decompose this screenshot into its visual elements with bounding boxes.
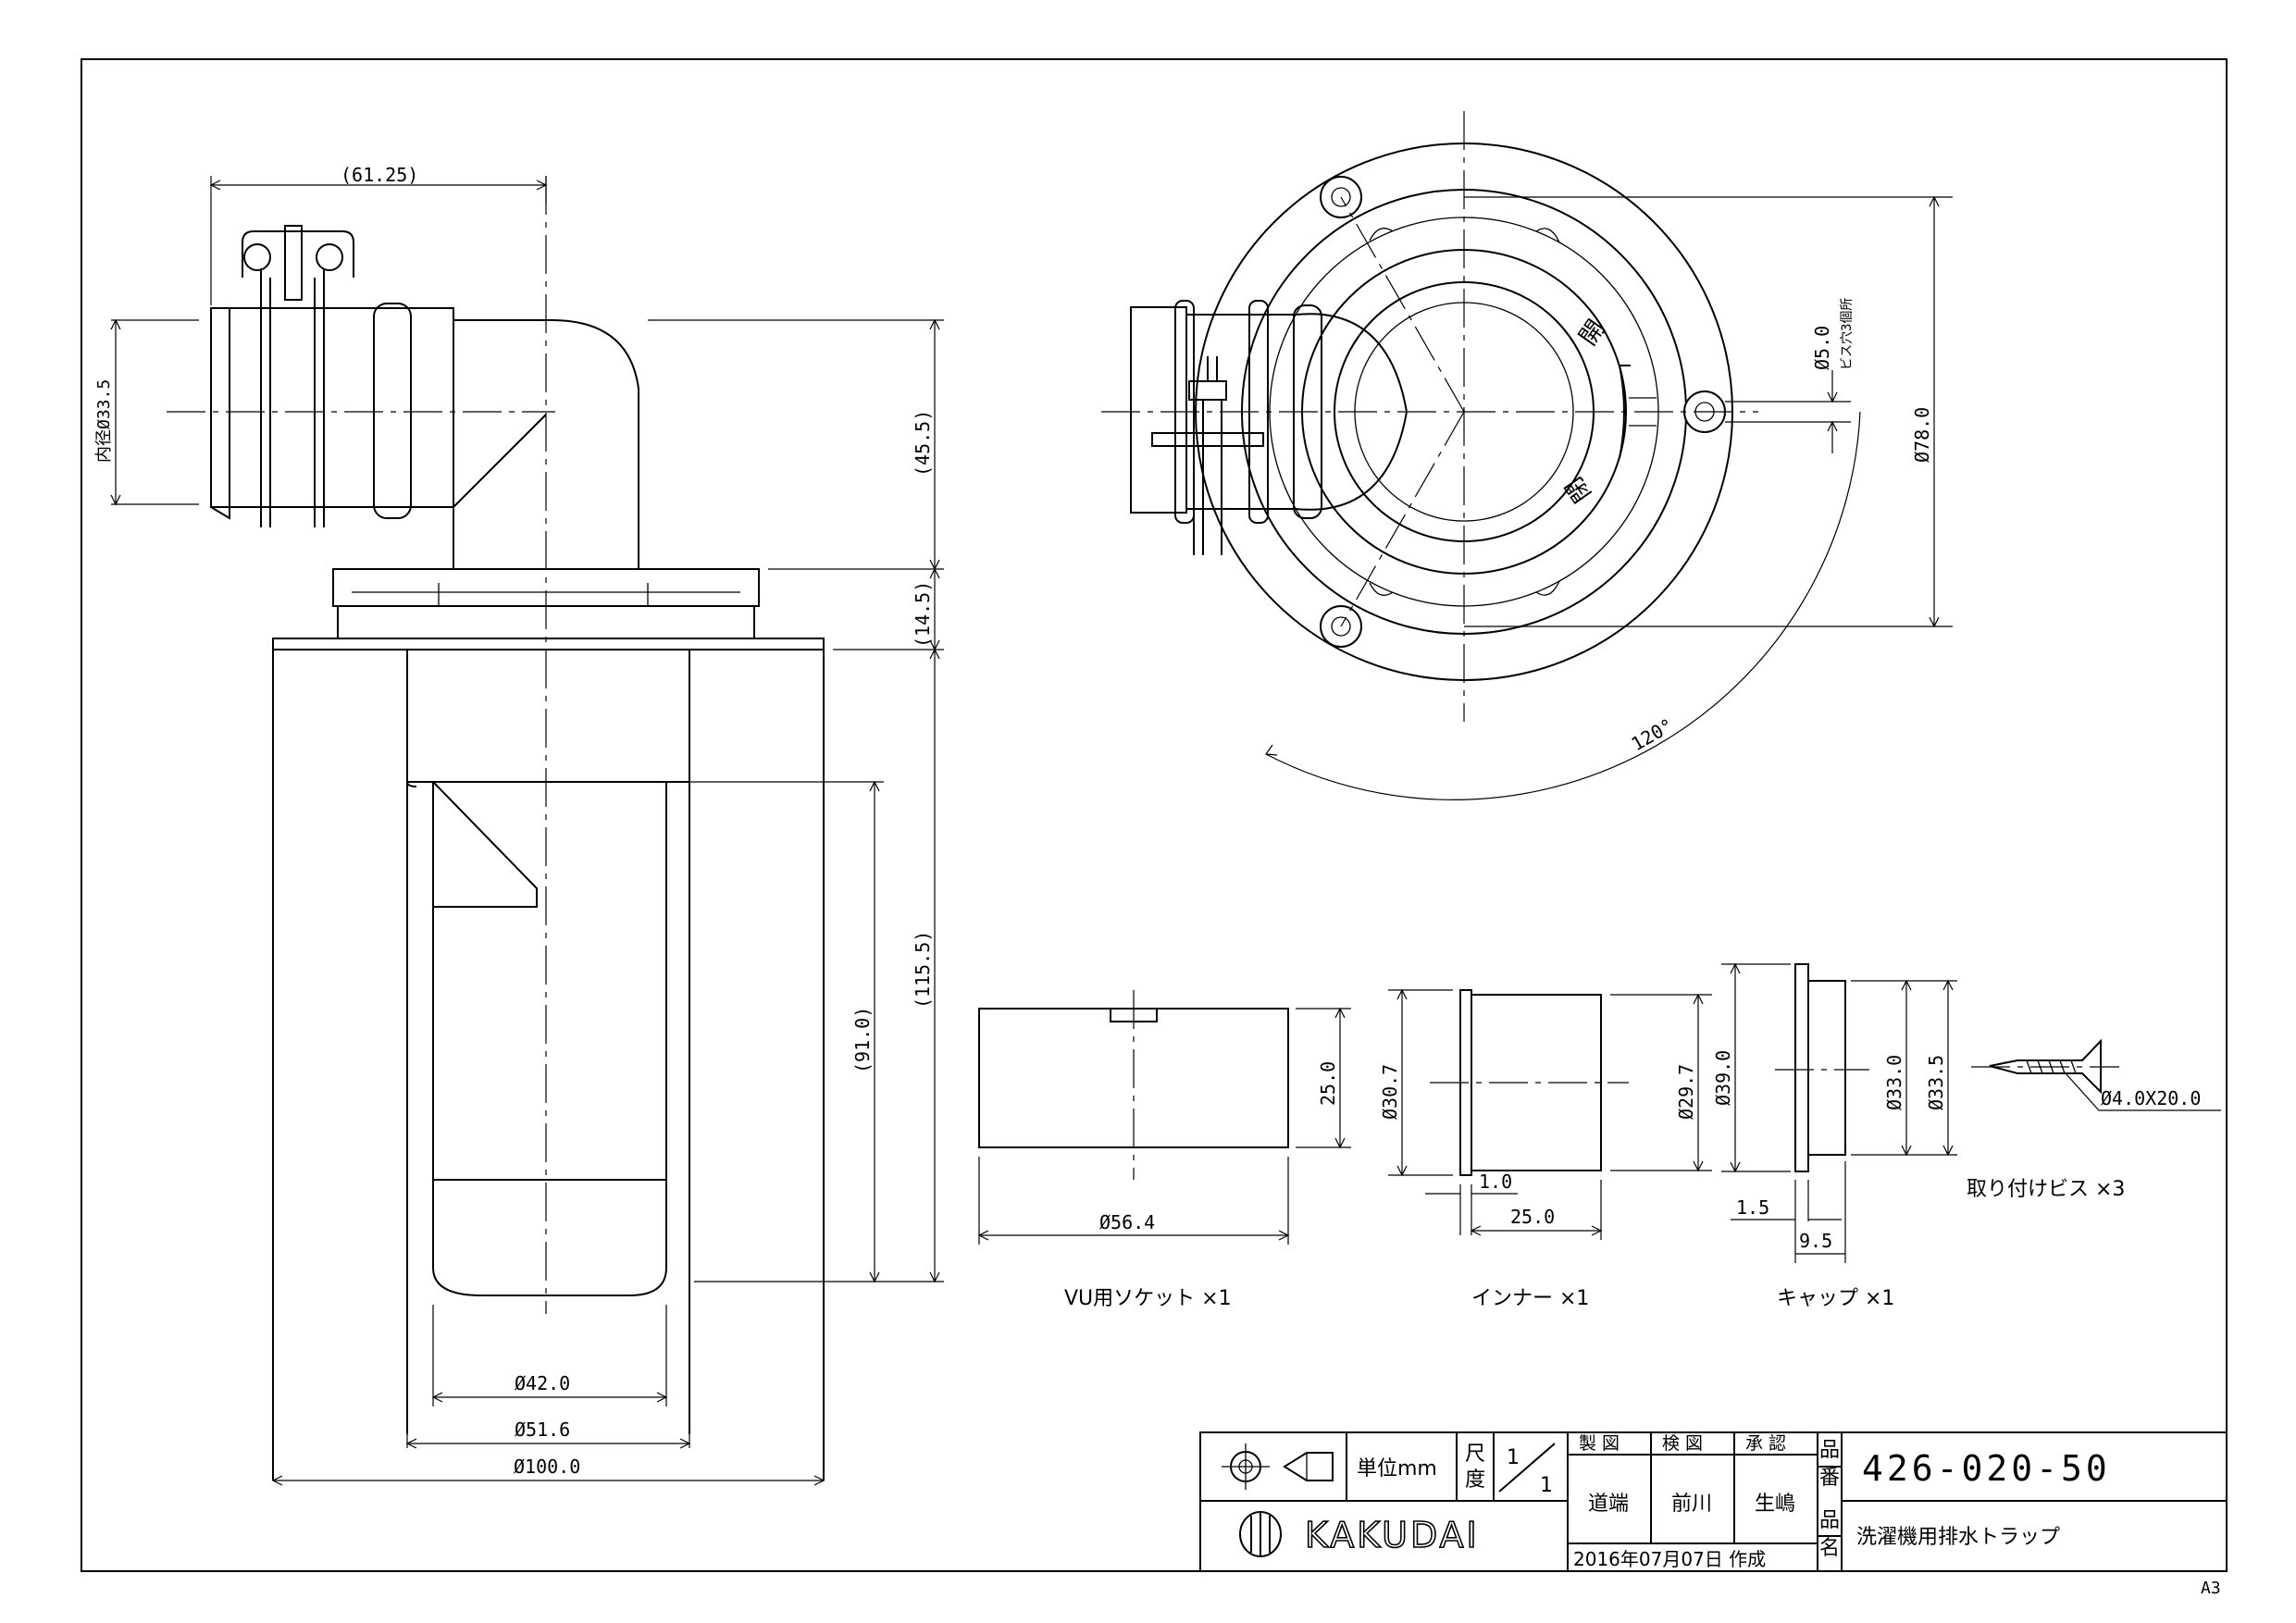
number-label-2: 番 bbox=[1819, 1467, 1840, 1490]
part-name: 洗濯機用排水トラップ bbox=[1856, 1526, 2060, 1549]
dim-inner-t: 1.0 bbox=[1479, 1171, 1512, 1193]
dim-cap-d3: Ø33.5 bbox=[1925, 1055, 1947, 1110]
scale-num: 1 bbox=[1507, 1446, 1520, 1469]
kakudai-logo-icon: KAKUDAI bbox=[1239, 1511, 1480, 1557]
side-view: (61.25) 内径Ø33.5 (45.5) (14.5) (115.5) (9… bbox=[94, 164, 944, 1486]
approved-hdr: 承 認 bbox=[1745, 1433, 1786, 1454]
dim-d2: Ø51.6 bbox=[515, 1419, 570, 1441]
dim-hole-note: ビス穴3個所 bbox=[1840, 298, 1855, 370]
dim-inner-dia: 内径Ø33.5 bbox=[94, 379, 114, 463]
dim-h4: (91.0) bbox=[851, 1007, 874, 1073]
dim-socket-d: Ø56.4 bbox=[1099, 1211, 1155, 1233]
drawn-hdr: 製 図 bbox=[1579, 1433, 1620, 1454]
dim-hole: Ø5.0 bbox=[1811, 326, 1833, 370]
part-number: 426-020-50 bbox=[1862, 1448, 2111, 1489]
created-date: 2016年07月07日 作成 bbox=[1573, 1548, 1766, 1570]
elbow-outer bbox=[453, 319, 639, 569]
dim-cap-l: 9.5 bbox=[1799, 1230, 1832, 1252]
clamp-head bbox=[242, 230, 354, 278]
angle-arc bbox=[1265, 411, 1861, 800]
dim-cap-d1: Ø39.0 bbox=[1712, 1050, 1734, 1106]
top-view: 開 閉 Ø78.0 Ø5.0 ビス穴3個所 120° bbox=[1101, 111, 1953, 800]
inner-view: Ø30.7 Ø29.7 1.0 25.0 インナー ×1 bbox=[1379, 988, 1712, 1310]
name-label-1: 品 bbox=[1819, 1509, 1840, 1532]
dim-d1: Ø42.0 bbox=[515, 1372, 570, 1394]
checked-hdr: 検 図 bbox=[1662, 1433, 1703, 1454]
top-hose-end bbox=[1130, 306, 1187, 514]
sheet-size: A3 bbox=[2201, 1579, 2221, 1598]
body-outline bbox=[272, 650, 825, 1481]
hose bbox=[210, 307, 454, 508]
inner-cup bbox=[432, 782, 667, 1296]
scale-label-2: 度 bbox=[1465, 1468, 1485, 1492]
label-screw: 取り付けビス ×3 bbox=[1967, 1178, 2125, 1201]
projection-symbol-icon bbox=[1222, 1443, 1334, 1490]
title-block: 単位mm 尺 度 1 1 製 図 検 図 承 認 道端 前川 生嶋 品 番 品 … bbox=[1199, 1431, 2228, 1572]
cap-body bbox=[1807, 980, 1846, 1156]
cap-view: Ø39.0 Ø33.0 Ø33.5 1.5 9.5 キャップ ×1 bbox=[1712, 962, 1957, 1310]
dim-cap-t: 1.5 bbox=[1736, 1196, 1769, 1219]
close-mark: 閉 bbox=[1560, 472, 1596, 508]
dim-top-dia: Ø78.0 bbox=[1911, 407, 1933, 463]
dim-screw: Ø4.0X20.0 bbox=[2101, 1087, 2201, 1109]
label-inner: インナー ×1 bbox=[1471, 1287, 1589, 1310]
screw-view: Ø4.0X20.0 取り付けビス ×3 bbox=[1967, 1038, 2221, 1201]
sheet-border bbox=[81, 58, 2228, 1572]
dim-d3: Ø100.0 bbox=[514, 1456, 580, 1478]
open-mark: 開 bbox=[1574, 315, 1610, 351]
dim-angle: 120° bbox=[1628, 713, 1678, 755]
dim-inner-l: 25.0 bbox=[1510, 1206, 1555, 1228]
number-label-1: 品 bbox=[1819, 1439, 1840, 1462]
dim-inner-d1: Ø30.7 bbox=[1379, 1064, 1401, 1120]
body-inner bbox=[406, 650, 690, 1434]
dim-h1: (45.5) bbox=[912, 410, 934, 477]
hose-ring bbox=[373, 303, 412, 519]
inner-body bbox=[1471, 994, 1602, 1171]
cap-flange bbox=[1794, 963, 1809, 1172]
name-label-2: 名 bbox=[1819, 1537, 1840, 1560]
scale-den: 1 bbox=[1540, 1474, 1553, 1497]
flange bbox=[272, 638, 825, 650]
approved-by: 生嶋 bbox=[1755, 1493, 1795, 1516]
brand-name: KAKUDAI bbox=[1305, 1515, 1480, 1555]
socket-view: 25.0 Ø56.4 VU用ソケット ×1 bbox=[977, 990, 1351, 1310]
dim-socket-h: 25.0 bbox=[1317, 1061, 1339, 1106]
checked-by: 前川 bbox=[1671, 1493, 1712, 1516]
dim-cap-d2: Ø33.0 bbox=[1883, 1055, 1905, 1110]
unit-label: 単位mm bbox=[1357, 1457, 1437, 1481]
label-cap: キャップ ×1 bbox=[1777, 1287, 1894, 1310]
scale-label-1: 尺 bbox=[1465, 1443, 1485, 1466]
dim-h3: (115.5) bbox=[912, 931, 934, 1009]
dim-inner-d2: Ø29.7 bbox=[1675, 1064, 1697, 1120]
dim-width: (61.25) bbox=[341, 164, 418, 186]
inner-baffle bbox=[432, 781, 538, 908]
drawn-by: 道端 bbox=[1588, 1493, 1629, 1516]
label-socket: VU用ソケット ×1 bbox=[1064, 1287, 1232, 1310]
dim-h2: (14.5) bbox=[912, 581, 934, 648]
